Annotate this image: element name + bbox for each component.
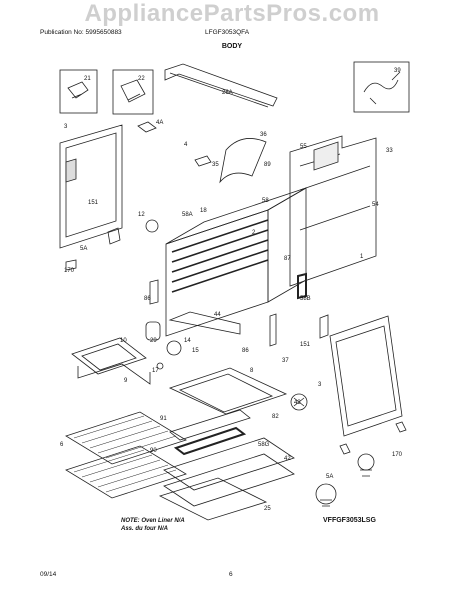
part-label: 170 bbox=[392, 452, 403, 458]
publication-number: Publication No: 5995650883 bbox=[40, 29, 122, 36]
watermark-logo: AppliancePartsPros.com bbox=[84, 0, 380, 27]
wire-harness-icon bbox=[363, 71, 401, 105]
part-label: 151 bbox=[88, 200, 99, 206]
part-label: 58 bbox=[262, 198, 269, 204]
part-label: 42 bbox=[284, 456, 291, 462]
part-label: 86 bbox=[144, 296, 151, 302]
door-panel-right bbox=[329, 315, 403, 437]
part-label: 91 bbox=[160, 416, 167, 422]
part-label: 18 bbox=[200, 208, 207, 214]
oven-rack-lower bbox=[65, 445, 187, 499]
footer-date: 09/14 bbox=[40, 571, 57, 578]
part-label: 9 bbox=[124, 378, 128, 384]
part-label: 151 bbox=[300, 342, 311, 348]
part-label: 1 bbox=[360, 254, 364, 260]
part-label: 3 bbox=[318, 382, 322, 388]
footnote-line: Ass. du four N/A bbox=[121, 526, 169, 532]
inset-box-39 bbox=[353, 61, 410, 113]
part-label: 4 bbox=[184, 142, 188, 148]
floor-pan-25 bbox=[158, 477, 268, 521]
part-label: 14 bbox=[184, 338, 191, 344]
part-label: 82 bbox=[272, 414, 279, 420]
part-label: 170 bbox=[64, 268, 75, 274]
hinge-4a bbox=[137, 121, 157, 133]
top-rail bbox=[164, 63, 278, 108]
part-label: 36 bbox=[260, 132, 267, 138]
part-label: 90 bbox=[150, 448, 157, 454]
part-label: 55 bbox=[300, 144, 307, 150]
part-label: 15 bbox=[192, 348, 199, 354]
part-label: 43 bbox=[294, 400, 301, 406]
part-label: 26A bbox=[222, 90, 233, 96]
part-label: 54 bbox=[372, 202, 379, 208]
part-label: 2 bbox=[252, 230, 256, 236]
broil-pan bbox=[71, 337, 151, 385]
part-label: 58A bbox=[182, 212, 193, 218]
section-title: BODY bbox=[221, 43, 243, 50]
part-label: 44 bbox=[214, 312, 221, 318]
part-label: 35 bbox=[212, 162, 219, 168]
part-label: 33 bbox=[386, 148, 393, 154]
part-label: 39 bbox=[394, 68, 401, 74]
bottom-tray bbox=[168, 367, 288, 415]
part-label: 10 bbox=[120, 338, 127, 344]
inset-box-22 bbox=[112, 69, 154, 115]
part-label: 5A bbox=[80, 246, 87, 252]
door-panel-left bbox=[59, 124, 123, 249]
drawer-panel bbox=[163, 437, 295, 491]
part-label: 21 bbox=[84, 76, 91, 82]
diagram-code: VFFGF3053LSG bbox=[323, 517, 376, 524]
footnote: NOTE: Oven Liner N/A Ass. du four N/A bbox=[121, 517, 185, 533]
part-label: 12 bbox=[138, 212, 145, 218]
part-label: 29 bbox=[150, 338, 157, 344]
part-label: 17 bbox=[152, 368, 159, 374]
page-number: 6 bbox=[229, 571, 233, 578]
model-number: LFGF3053QFA bbox=[205, 29, 250, 36]
part-label: 37 bbox=[282, 358, 289, 364]
oven-rack-upper bbox=[65, 411, 187, 465]
part-label: 86 bbox=[242, 348, 249, 354]
part-label: 58B bbox=[300, 296, 311, 302]
part-label: 25 bbox=[264, 506, 271, 512]
cover-36 bbox=[219, 138, 267, 184]
footnote-line: NOTE: Oven Liner N/A bbox=[121, 518, 185, 524]
part-label: 8 bbox=[250, 368, 254, 374]
part-label: 4A bbox=[156, 120, 163, 126]
inset-box-21 bbox=[59, 69, 98, 114]
part-label: 3 bbox=[64, 124, 68, 130]
part-label: 89 bbox=[264, 162, 271, 168]
back-panel bbox=[289, 135, 377, 287]
part-label: 58G bbox=[258, 442, 270, 448]
part-label: 6 bbox=[60, 442, 64, 448]
part-label: 22 bbox=[138, 76, 145, 82]
part-label: 87 bbox=[284, 256, 291, 262]
part-label: 5A bbox=[326, 474, 333, 480]
